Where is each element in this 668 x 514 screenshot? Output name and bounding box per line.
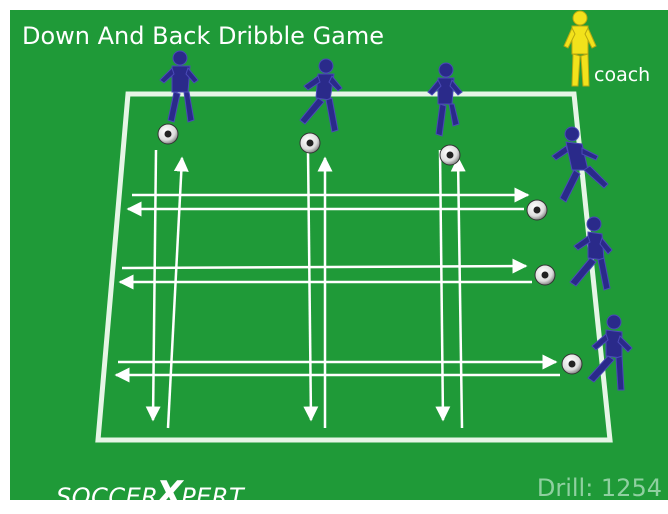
logo-x-mark: X [156,474,183,514]
soccer-ball [527,200,547,220]
diagram-title: Down And Back Dribble Game [22,22,384,50]
soccer-ball [562,354,582,374]
player [588,315,632,390]
arrow-up-1 [168,158,182,428]
arrow-up-3 [458,158,462,428]
arrow-down-1 [153,150,156,420]
player [160,51,198,122]
arrow-down-3 [440,150,443,420]
horizontal-arrows [116,195,560,375]
coach-label: coach [594,64,650,86]
soccerxpert-logo: SOCCERXPERT [56,474,244,504]
coach [564,11,596,86]
logo-left: SOCCER [56,483,158,511]
arrow-right-2 [122,266,526,268]
vertical-arrows [153,150,462,428]
soccer-ball [440,145,460,165]
soccer-ball [158,124,178,144]
soccer-ball [300,133,320,153]
soccer-ball [535,265,555,285]
player [428,63,462,136]
drill-number: Drill: 1254 [537,474,662,502]
arrow-down-2 [308,150,311,420]
logo-right: PERT [181,483,244,511]
